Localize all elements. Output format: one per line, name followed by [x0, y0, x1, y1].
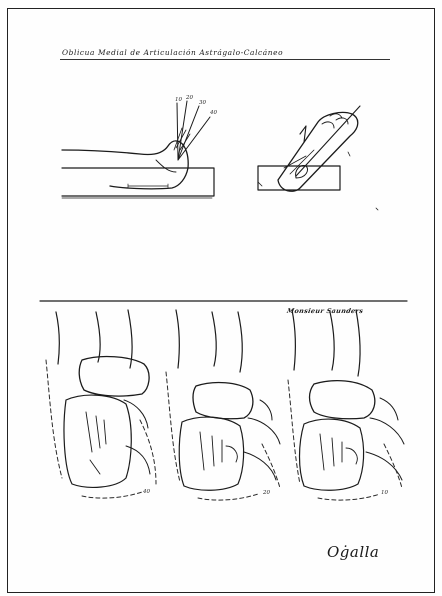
figure-label-10: 10	[381, 490, 388, 496]
angle-ray-40	[178, 117, 210, 160]
angle-label-10: 10	[175, 97, 182, 103]
figure-label-40: 40	[143, 489, 150, 495]
angle-label-30: 30	[199, 100, 206, 106]
ankle-drawing-20	[166, 310, 280, 500]
angle-ray-30	[178, 106, 199, 160]
angle-ray-10	[177, 103, 178, 160]
angle-label-20: 20	[185, 95, 193, 101]
illustrator-credit: Monsieur Saunders	[286, 307, 364, 315]
foot-lateral-illustration: 10 20 30 40	[62, 95, 217, 198]
ankle-drawing-40	[46, 310, 156, 498]
foot-oblique-illustration	[258, 106, 378, 210]
angle-label-40: 40	[209, 110, 217, 116]
figure-label-20: 20	[263, 490, 270, 496]
ankle-drawing-10	[288, 310, 404, 500]
author-signature: Oġalla	[327, 543, 379, 561]
